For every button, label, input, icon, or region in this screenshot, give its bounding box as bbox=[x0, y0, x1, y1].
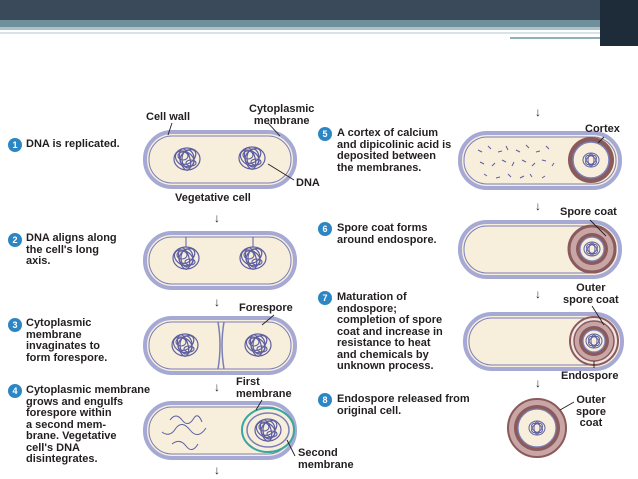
label-first-membrane: First membrane bbox=[236, 376, 292, 400]
label-vegetative-cell: Vegetative cell bbox=[175, 192, 251, 204]
label-outer-spore-coat-free: Outer spore coat bbox=[576, 394, 606, 429]
header-line bbox=[0, 32, 600, 34]
header-corner-block bbox=[600, 0, 638, 46]
step-8-text: Endospore released from original cell. bbox=[337, 393, 470, 417]
flow-arrow-3-4: ↓ bbox=[214, 380, 220, 394]
flow-arrow-6-7: ↓ bbox=[535, 287, 541, 301]
step-6-text: Spore coat forms around endospore. bbox=[337, 222, 437, 246]
label-cytoplasmic-membrane: Cytoplasmic membrane bbox=[249, 103, 315, 127]
step-3-text: Cytoplasmic membrane invaginates to form… bbox=[26, 317, 108, 364]
leader-lines bbox=[167, 122, 607, 457]
label-spore-coat: Spore coat bbox=[560, 206, 617, 218]
flow-arrow-5-6: ↓ bbox=[535, 199, 541, 213]
step-7-text: Maturation of endospore; completion of s… bbox=[337, 291, 443, 372]
label-outer-spore-coat: Outer spore coat bbox=[563, 282, 619, 306]
label-dna: DNA bbox=[296, 177, 320, 189]
step-badge-2: 2 bbox=[8, 233, 22, 247]
flow-arrow-into-5: ↓ bbox=[535, 105, 541, 119]
label-endospore: Endospore bbox=[561, 370, 619, 382]
header-accent-line bbox=[510, 37, 600, 39]
cell-spore-coat bbox=[458, 220, 622, 279]
step-badge-1: 1 bbox=[8, 138, 22, 152]
header-stripe-light bbox=[0, 27, 600, 30]
cell-dna-aligned bbox=[143, 231, 297, 290]
flow-arrow-1-2: ↓ bbox=[214, 211, 220, 225]
step-badge-6: 6 bbox=[318, 222, 332, 236]
step-badge-7: 7 bbox=[318, 291, 332, 305]
label-second-membrane: Second membrane bbox=[298, 447, 354, 471]
label-cortex: Cortex bbox=[585, 123, 620, 135]
step-5-text: A cortex of calcium and dipicolinic acid… bbox=[337, 127, 452, 174]
label-forespore: Forespore bbox=[239, 302, 293, 314]
free-endospore bbox=[507, 398, 567, 458]
label-cell-wall: Cell wall bbox=[146, 111, 191, 123]
cell-forespore-septum bbox=[143, 316, 297, 375]
cell-maturation bbox=[463, 312, 624, 371]
slide-header-bar bbox=[0, 0, 638, 46]
flow-arrow-4-5: ↓ bbox=[214, 463, 220, 477]
flow-arrow-7-8: ↓ bbox=[535, 376, 541, 390]
vegetative-cell bbox=[143, 130, 297, 189]
cell-cortex bbox=[458, 131, 622, 190]
step-badge-5: 5 bbox=[318, 127, 332, 141]
step-badge-4: 4 bbox=[8, 384, 22, 398]
flow-arrow-2-3: ↓ bbox=[214, 295, 220, 309]
step-2-text: DNA aligns along the cell's long axis. bbox=[26, 232, 117, 267]
step-4-text: Cytoplasmic membrane grows and engulfs f… bbox=[26, 384, 151, 465]
step-badge-3: 3 bbox=[8, 318, 22, 332]
step-badge-8: 8 bbox=[318, 393, 332, 407]
header-stripe bbox=[0, 20, 600, 27]
cell-engulfment bbox=[143, 401, 297, 460]
step-1-text: DNA is replicated. bbox=[26, 138, 120, 150]
